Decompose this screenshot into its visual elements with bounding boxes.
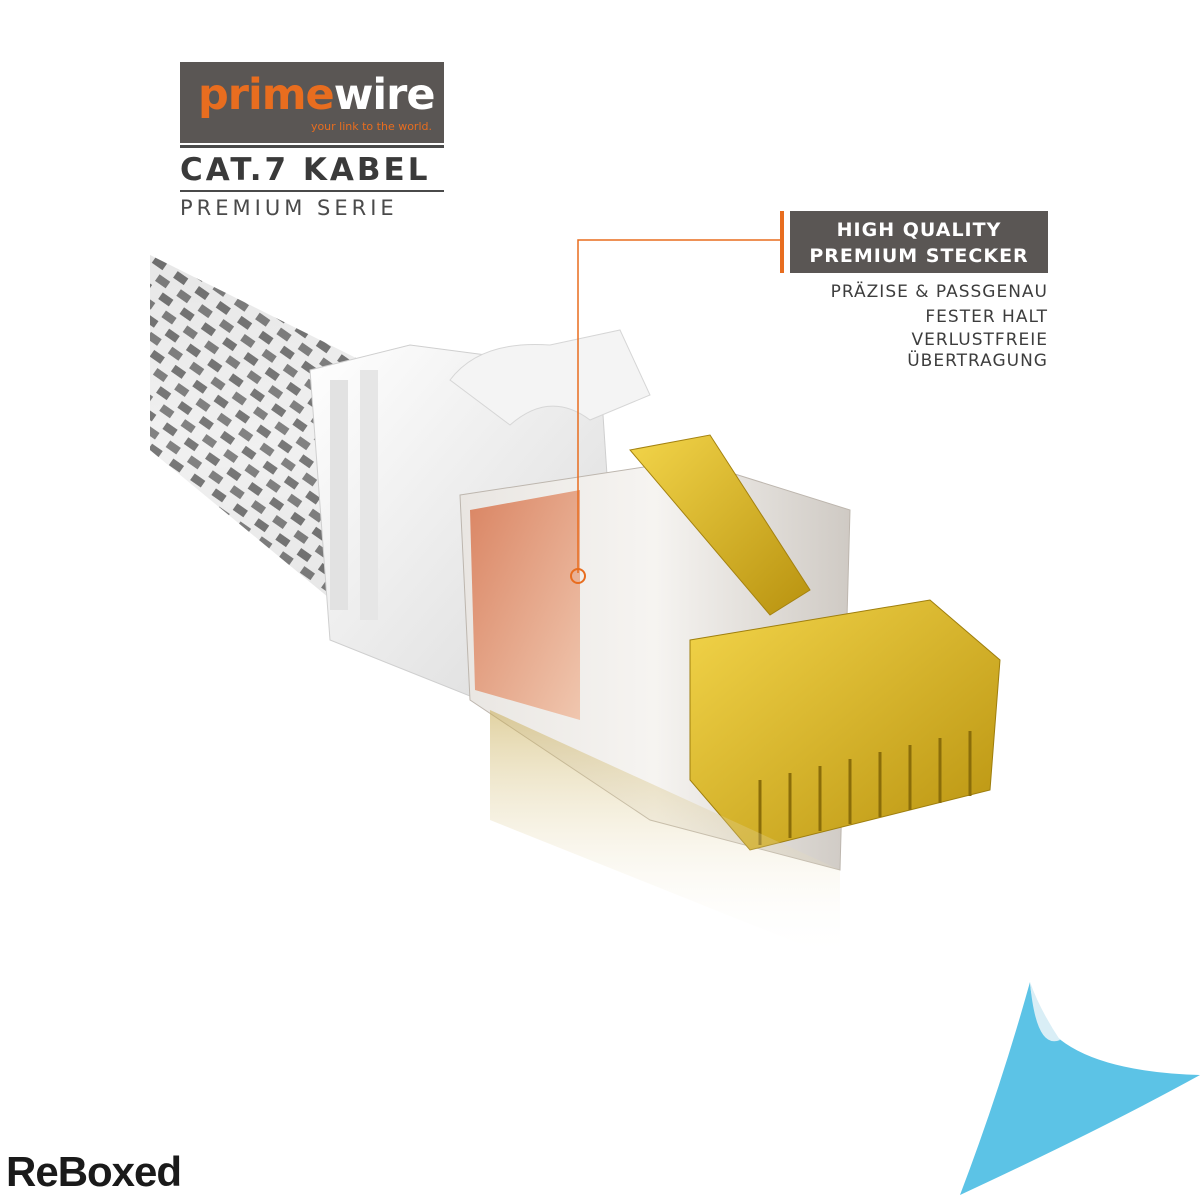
product-title: CAT.7 KABEL [180, 152, 431, 188]
reboxed-watermark: ReBoxed [6, 1148, 182, 1195]
brand-logo-box: primewire your link to the world. [180, 62, 444, 143]
product-subtitle: PREMIUM SERIE [180, 196, 398, 220]
brand-tagline: your link to the world. [310, 120, 432, 133]
callout-heading-line2: PREMIUM STECKER [809, 245, 1029, 267]
brand-logo: primewire [198, 70, 436, 120]
page-curl-icon [940, 980, 1200, 1200]
callout-accent [780, 211, 784, 273]
rj45-connector-icon [150, 239, 1001, 960]
feature-item: VERLUSTFREIE [911, 330, 1048, 350]
callout-box: HIGH QUALITY PREMIUM STECKER [790, 211, 1048, 273]
callout-heading-line1: HIGH QUALITY [836, 219, 1002, 241]
feature-item: PRÄZISE & PASSGENAU [830, 282, 1048, 302]
divider [180, 145, 444, 148]
feature-item: ÜBERTRAGUNG [907, 351, 1048, 371]
divider [180, 190, 444, 192]
feature-item: FESTER HALT [925, 307, 1048, 327]
